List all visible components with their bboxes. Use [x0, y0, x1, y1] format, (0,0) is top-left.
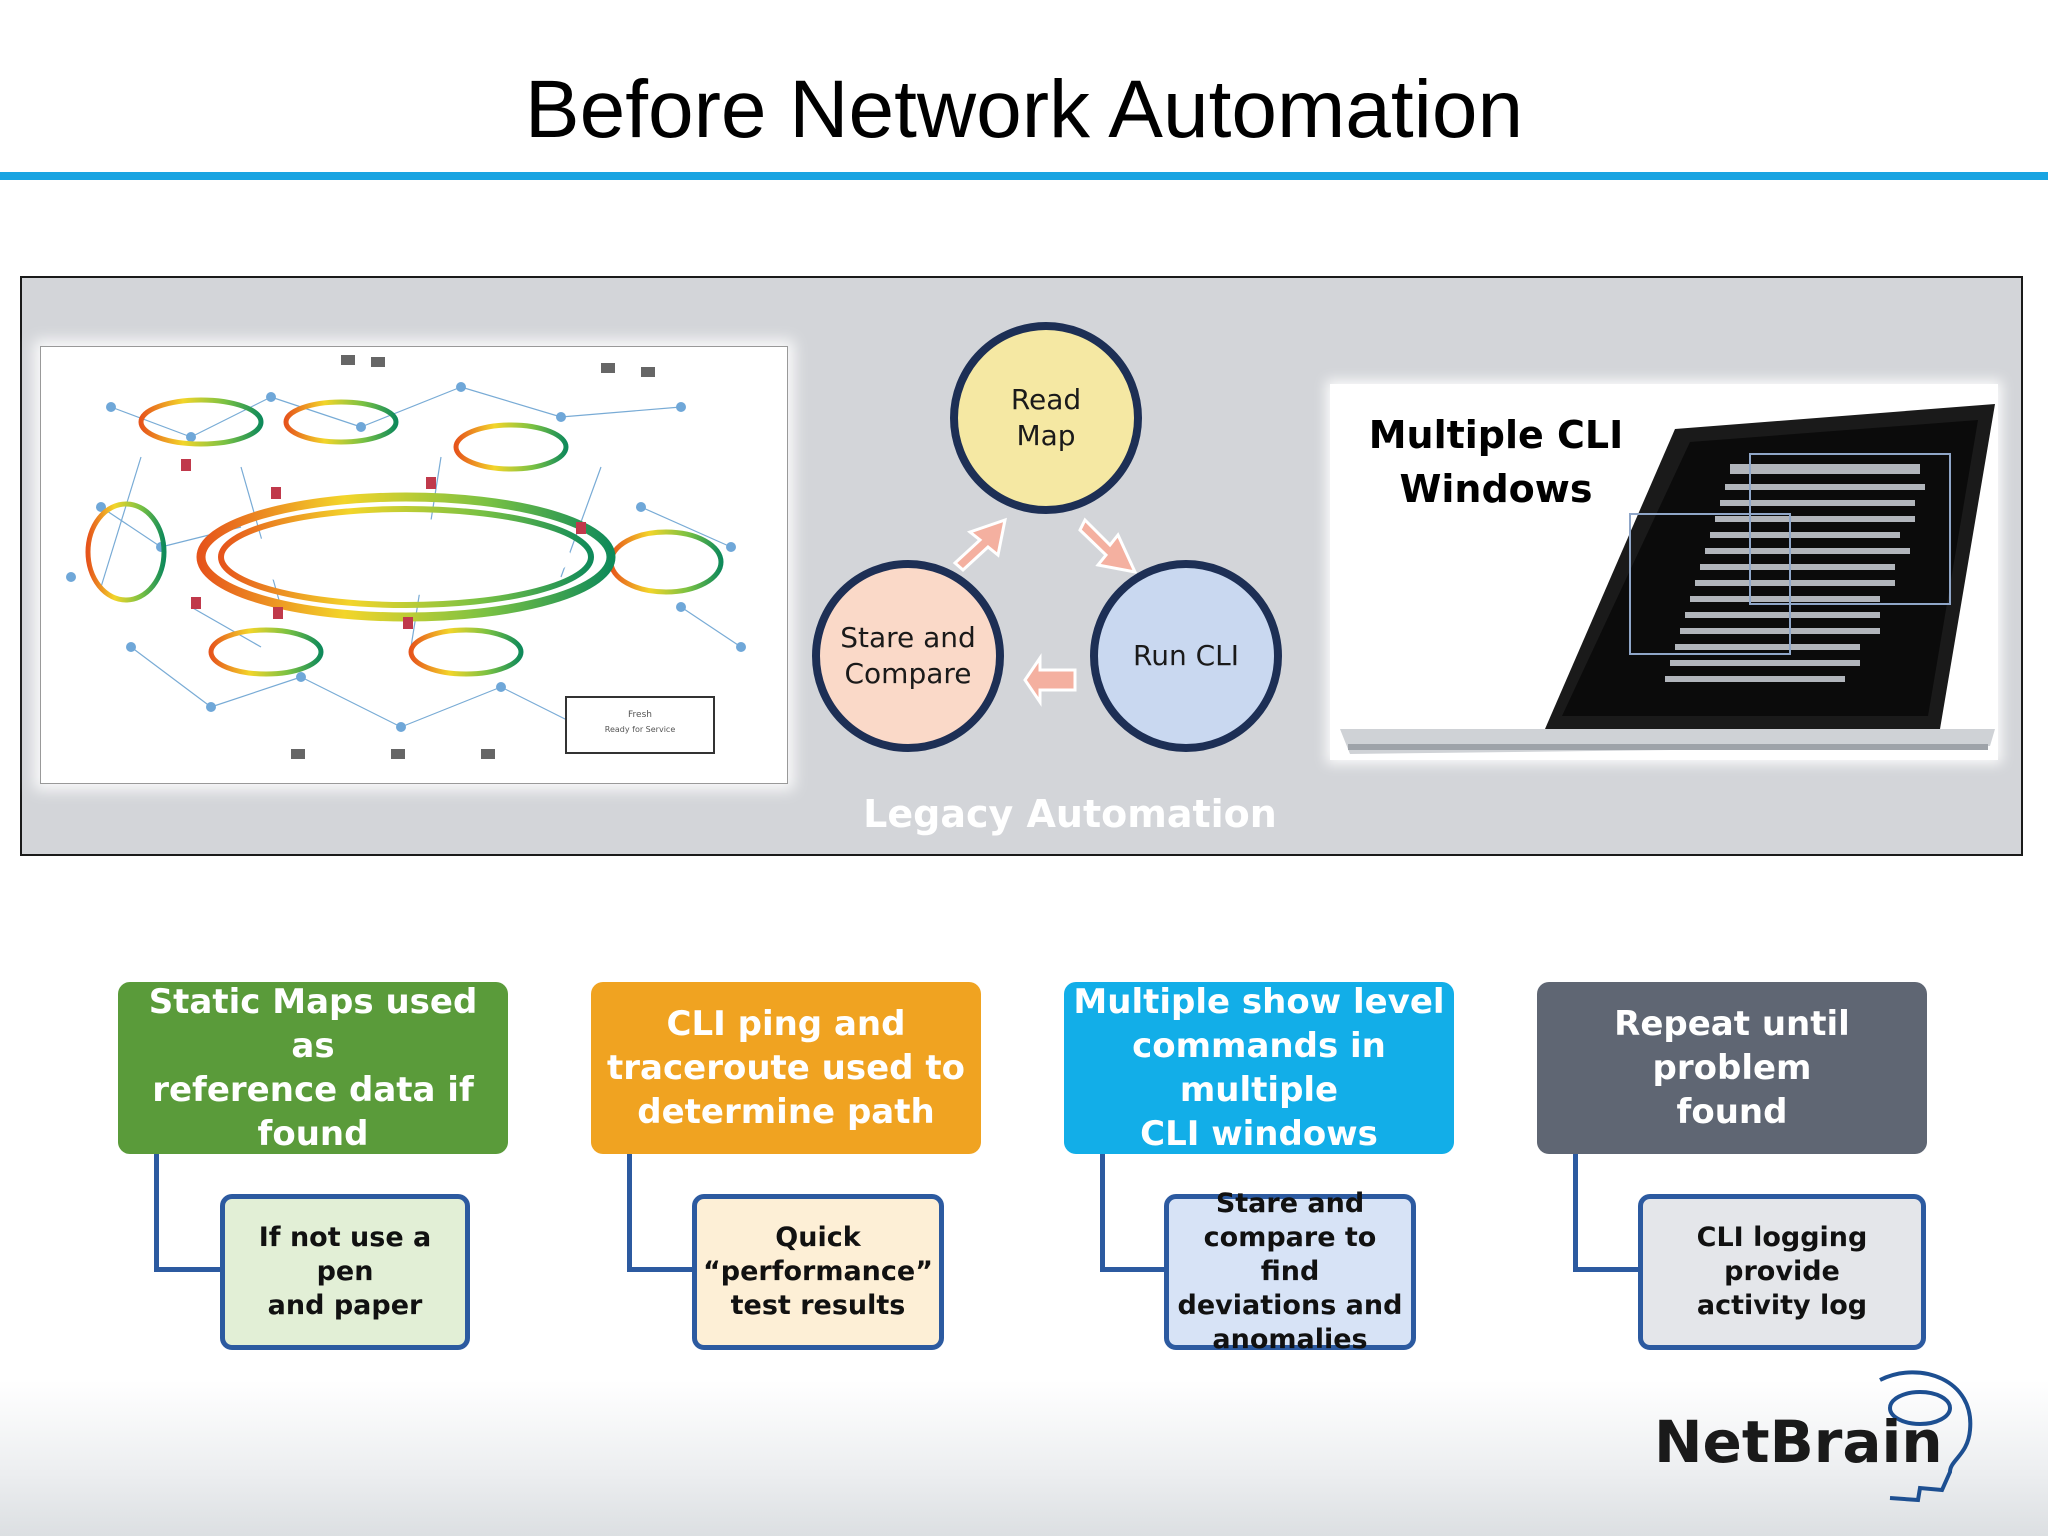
laptop-caption: Multiple CLI Windows	[1356, 408, 1636, 516]
step-4-detail-line: CLI logging provide	[1696, 1222, 1868, 1287]
footer-gradient	[0, 1380, 2048, 1536]
run-cli-label: Run CLI	[1133, 639, 1239, 672]
cycle-node-read-map: Read Map	[950, 322, 1142, 514]
step-3-line: CLI windows	[1140, 1114, 1378, 1154]
step-2-detail-line: Quick	[775, 1222, 861, 1253]
stare-line1: Stare and	[840, 621, 976, 654]
slide-title: Before Network Automation	[524, 64, 1524, 155]
step-1-connector	[154, 1154, 220, 1272]
map-legend-subtitle: Ready for Service	[605, 725, 676, 734]
step-4-detail-line: activity log	[1696, 1290, 1868, 1321]
arrow-run-to-stare	[1023, 653, 1077, 707]
cycle-node-run-cli: Run CLI	[1090, 560, 1282, 752]
step-4-line: Repeat until problem	[1614, 1004, 1850, 1088]
step-4-connector	[1573, 1154, 1638, 1272]
step-3-detail-line: deviations and	[1177, 1290, 1403, 1321]
netbrain-logo-graphic: NetBrain	[1654, 1370, 1973, 1503]
step-3-line: Multiple show level	[1073, 982, 1445, 1022]
laptop-caption-line1: Multiple CLI	[1368, 413, 1624, 457]
step-2-line: traceroute used to	[607, 1048, 965, 1088]
step-2-detail-line: “performance”	[703, 1256, 933, 1287]
step-3-detail-line: compare to find	[1203, 1222, 1377, 1287]
step-3-connector	[1100, 1154, 1164, 1272]
step-1-detail-line: If not use a pen	[258, 1222, 432, 1287]
step-1-line: found	[257, 1114, 369, 1154]
read-map-line1: Read	[1010, 383, 1082, 416]
step-2-connector	[627, 1154, 692, 1272]
cycle-node-stare-compare: Stare and Compare	[812, 560, 1004, 752]
step-3-detail-line: anomalies	[1212, 1324, 1368, 1355]
network-map-image: Fresh Ready for Service	[40, 346, 788, 784]
step-3-line: commands in multiple	[1132, 1026, 1386, 1110]
netbrain-logo-text: NetBrain	[1654, 1408, 1943, 1476]
read-map-line2: Map	[1016, 419, 1076, 452]
step-1-detail-line: and paper	[267, 1290, 423, 1321]
map-legend-title: Fresh	[628, 710, 652, 720]
stare-line2: Compare	[844, 657, 972, 690]
step-2-detail-box: Quick“performance”test results	[692, 1194, 944, 1350]
laptop-drawing	[1340, 404, 1995, 754]
step-1-line: reference data if	[152, 1070, 474, 1110]
title-divider	[0, 172, 2048, 180]
step-1-line: Static Maps used as	[148, 982, 478, 1066]
netbrain-logo: NetBrain	[1650, 1360, 2000, 1510]
step-3-detail-line: Stare and	[1215, 1188, 1365, 1219]
step-4-line: found	[1676, 1092, 1788, 1132]
laptop-image	[1330, 384, 1998, 760]
legacy-automation-caption: Legacy Automation	[863, 792, 1277, 836]
arrow-stare-to-read	[952, 517, 1007, 573]
step-2-line: CLI ping and	[666, 1004, 906, 1044]
laptop-caption-line2: Windows	[1399, 467, 1593, 511]
arrow-read-to-run	[1078, 517, 1138, 575]
network-map-drawing: Fresh Ready for Service	[66, 355, 746, 759]
step-2-line: determine path	[637, 1092, 935, 1132]
step-2-detail-line: test results	[730, 1290, 906, 1321]
